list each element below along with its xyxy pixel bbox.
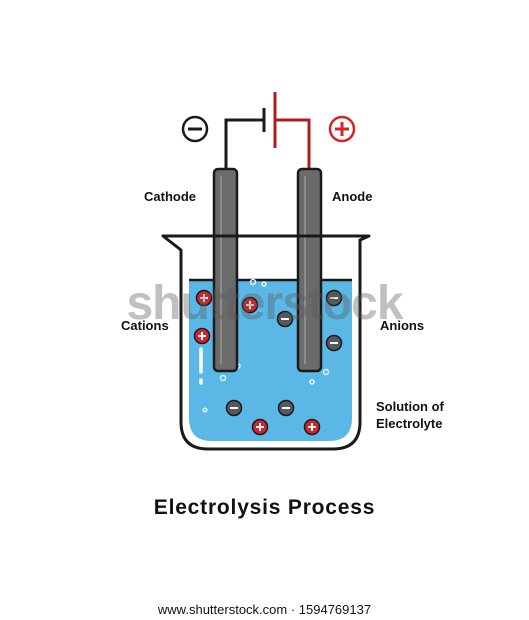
solution-label-line1: Solution of [376, 399, 444, 414]
anode-label: Anode [332, 189, 373, 204]
anion-ion [276, 310, 294, 328]
cathode-electrode [212, 167, 239, 373]
footer-url: www.shutterstock.com · 1594769137 [157, 602, 372, 617]
cation-ion [193, 327, 211, 345]
positive-terminal-icon [328, 115, 356, 143]
anion-ion [325, 289, 343, 307]
battery-circuit [224, 92, 311, 170]
anion-ion [225, 399, 243, 417]
anion-ion [325, 334, 343, 352]
positive-wire [275, 118, 311, 170]
solution-label-line2: Electrolyte [376, 416, 443, 431]
bubbles [202, 278, 330, 413]
cathode-label: Cathode [144, 189, 196, 204]
cation-ion [251, 418, 269, 436]
solution-label: Solution of Electrolyte [376, 398, 444, 432]
cations [193, 289, 321, 436]
watermark: shutterstock [126, 277, 403, 330]
anion-ion [277, 399, 295, 417]
cations-label: Cations [121, 318, 169, 333]
negative-terminal-icon [181, 115, 209, 143]
anode-electrode [296, 167, 323, 373]
cation-ion [241, 296, 259, 314]
cation-ion [195, 289, 213, 307]
diagram-title: Electrolysis Process [153, 496, 376, 519]
anions [225, 289, 343, 417]
cation-ion [303, 418, 321, 436]
negative-wire [224, 118, 264, 170]
footer-band [0, 592, 529, 620]
beaker [161, 234, 371, 451]
anions-label: Anions [380, 318, 425, 333]
